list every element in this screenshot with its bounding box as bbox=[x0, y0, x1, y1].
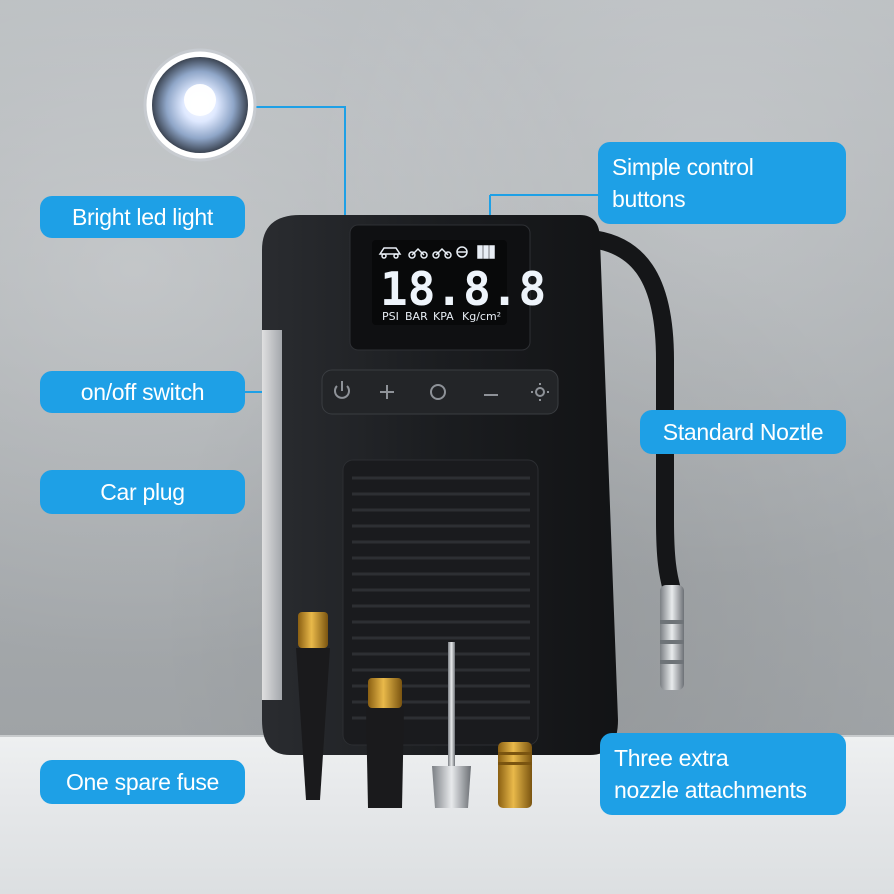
sun-icon[interactable] bbox=[531, 383, 549, 401]
circle-icon[interactable] bbox=[430, 384, 446, 400]
label-bright-led-light: Bright led light bbox=[40, 196, 245, 238]
label-bright-led-light-text: Bright led light bbox=[72, 204, 213, 230]
label-car-plug-text: Car plug bbox=[100, 479, 185, 505]
label-three-extra-nozzle: Three extra nozzle attachments bbox=[600, 733, 846, 815]
label-simple-control-line-1: Simple control bbox=[612, 154, 754, 180]
lcd-icons bbox=[378, 245, 495, 259]
air-hose bbox=[571, 229, 681, 599]
label-standard-nozzle-text: Standard Noztle bbox=[662, 419, 824, 445]
unit-kpa: KPA bbox=[433, 310, 454, 323]
battery-icon bbox=[477, 245, 495, 259]
power-icon[interactable] bbox=[334, 381, 350, 399]
label-car-plug: Car plug bbox=[40, 470, 245, 514]
label-simple-control-buttons: Simple control buttons bbox=[598, 142, 846, 224]
label-standard-nozzle: Standard Noztle bbox=[640, 410, 846, 454]
nozzle-tapered bbox=[296, 612, 330, 800]
bicycle-icon bbox=[432, 247, 452, 259]
ball-icon bbox=[456, 246, 468, 258]
motorcycle-icon bbox=[408, 247, 428, 259]
label-one-spare-fuse: One spare fuse bbox=[40, 760, 245, 804]
nozzle-presta bbox=[366, 678, 404, 808]
lcd-digits: 18.8.8 bbox=[380, 262, 546, 316]
control-buttons bbox=[334, 381, 549, 401]
label-one-spare-fuse-text: One spare fuse bbox=[65, 769, 220, 795]
label-on-off-switch-text: on/off switch bbox=[80, 379, 205, 405]
label-three-extra-line-1: Three extra bbox=[614, 745, 729, 771]
nozzle-brass-adapter bbox=[498, 742, 532, 808]
label-on-off-switch: on/off switch bbox=[40, 371, 245, 413]
unit-psi: PSI bbox=[382, 310, 399, 323]
led-light-icon bbox=[143, 48, 257, 162]
hose-nozzle bbox=[660, 585, 684, 690]
label-three-extra-line-2: nozzle attachments bbox=[614, 777, 807, 803]
unit-kgcm: Kg/cm² bbox=[462, 310, 501, 323]
lcd-units: PSI BAR KPA Kg/cm² bbox=[382, 310, 501, 323]
car-icon bbox=[378, 247, 402, 259]
label-simple-control-line-2: buttons bbox=[612, 186, 686, 212]
unit-bar: BAR bbox=[405, 310, 428, 323]
nozzle-needle bbox=[432, 642, 471, 808]
plus-icon[interactable] bbox=[380, 385, 394, 399]
